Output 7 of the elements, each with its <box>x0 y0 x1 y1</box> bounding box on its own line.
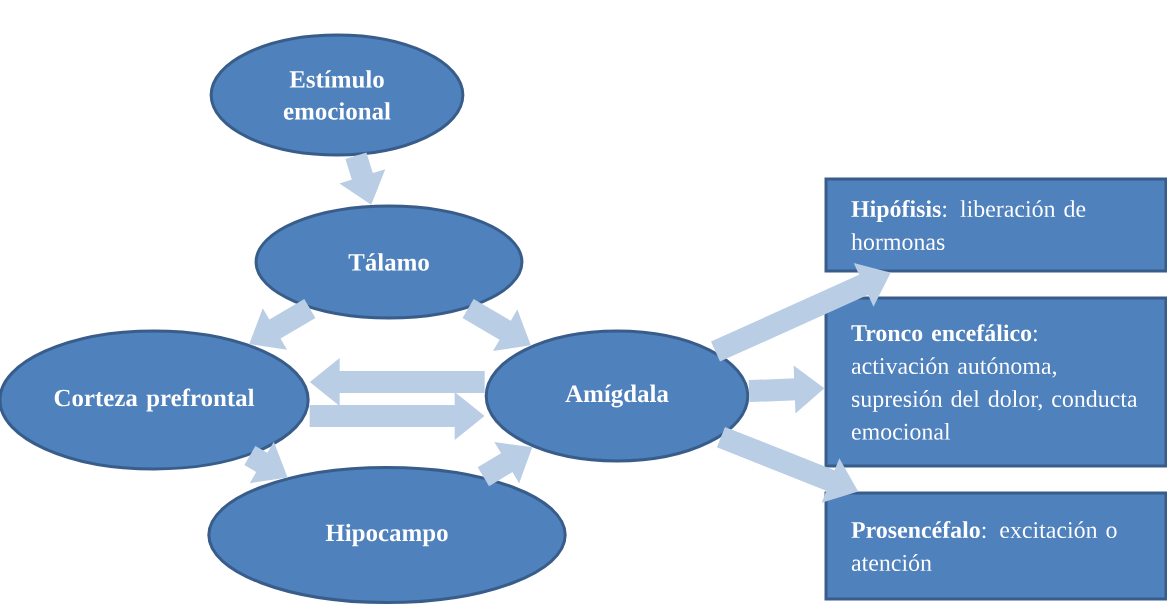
process-box: Hipófisis: liberación de hormonas <box>824 177 1167 273</box>
process-box: Prosencéfalo: excitación o atención <box>824 491 1167 601</box>
ellipse-node: Amígdala <box>484 329 750 463</box>
ellipse-node: Tálamo <box>254 204 524 320</box>
process-box: Tronco encefálico: activación autónoma, supresión del dolor, conducta emocional <box>824 296 1167 468</box>
ellipse-node: Hipocampo <box>207 466 567 604</box>
ellipse-node: Estímulo emocional <box>209 33 465 157</box>
